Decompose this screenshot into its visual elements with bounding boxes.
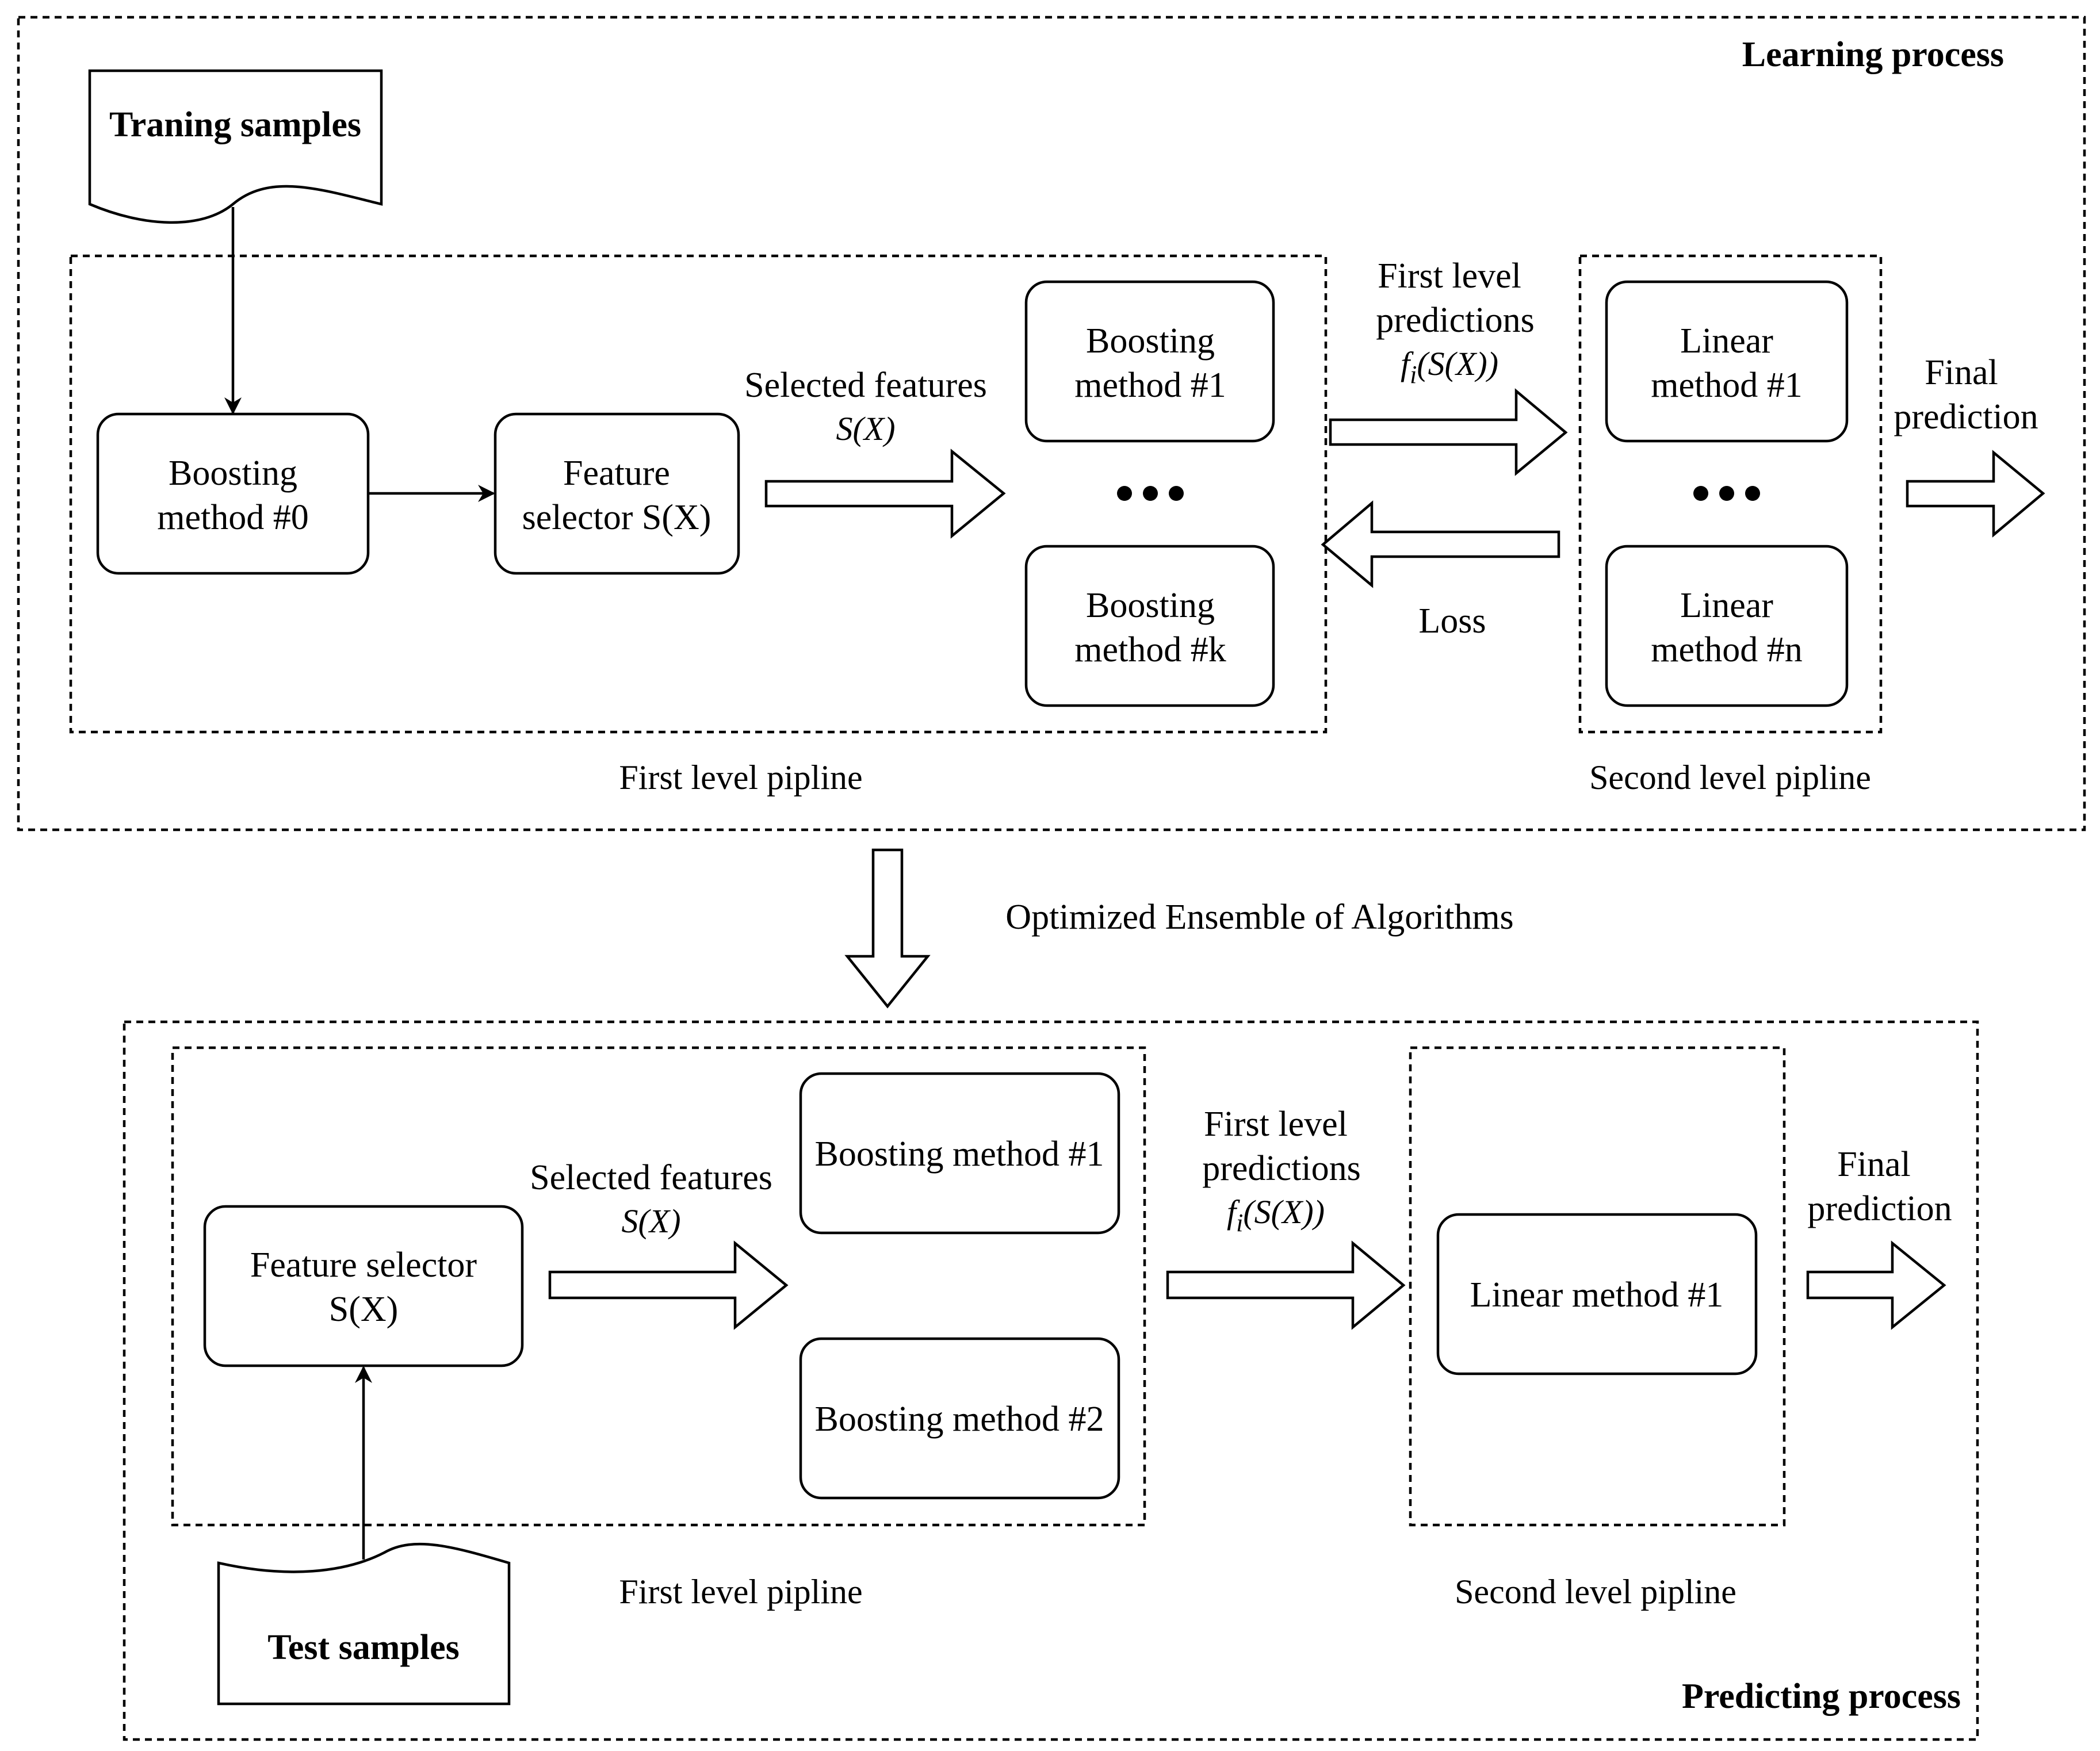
first-level-pipeline-frame [69, 254, 1328, 734]
boosting-method-1 [1024, 280, 1275, 443]
boostk-line1: Boosting [1086, 586, 1215, 625]
predict-lin1-label: Linear method #1 [1470, 1275, 1724, 1315]
predict-first-level-frame [171, 1046, 1146, 1527]
predict-fi-formula: fi(S(X)) [1227, 1193, 1325, 1237]
training-samples-label: Traning samples [109, 105, 361, 144]
linear-method-n [1605, 545, 1849, 707]
training-samples-document [88, 69, 383, 224]
predictions-arrow [1329, 388, 1568, 476]
boosting-method-0 [96, 412, 370, 575]
lin1-line1: Linear [1680, 321, 1773, 361]
predict-first-level-label: First level pipline [619, 1573, 862, 1611]
second-level-pipeline-label: Second level pipline [1589, 758, 1871, 796]
fi-formula: fi(S(X)) [1401, 345, 1498, 389]
predict-final-prediction-line1: Final [1837, 1145, 1910, 1184]
predict-feature-selector [203, 1205, 524, 1367]
final-prediction-line2: prediction [1894, 397, 2038, 436]
lin1-line2: method #1 [1651, 366, 1802, 405]
linear-ellipsis [1693, 486, 1760, 501]
learning-process-frame [17, 16, 2086, 832]
loss-label: Loss [1418, 601, 1486, 641]
predict-boost2-label: Boosting method #2 [815, 1400, 1104, 1439]
boostk-line2: method #k [1074, 630, 1226, 669]
selected-features-arrow [764, 449, 1006, 539]
selected-features-sx: S(X) [836, 410, 895, 447]
transition-label: Optimized Ensemble of Algorithms [1005, 898, 1513, 937]
final-prediction-line1: Final [1925, 353, 1998, 392]
linn-line2: method #n [1651, 630, 1802, 669]
boost0-line2: method #0 [157, 498, 308, 537]
predict-boost1-label: Boosting method #1 [815, 1135, 1104, 1174]
feature-selector [494, 412, 740, 575]
boost0-line1: Boosting [169, 454, 297, 493]
selector-line2: selector S(X) [522, 498, 712, 537]
predict-boosting-method-1 [799, 1072, 1120, 1235]
boosting-method-k [1024, 545, 1275, 707]
linear-method-1 [1605, 280, 1849, 443]
test-samples-label: Test samples [267, 1628, 460, 1667]
predict-second-level-label: Second level pipline [1455, 1573, 1736, 1611]
test-samples-document [217, 1542, 511, 1706]
predict-fi-rest: (S(X)) [1243, 1193, 1325, 1231]
fi-rest: (S(X)) [1417, 345, 1498, 382]
first-level-pipeline-label: First level pipline [619, 758, 862, 796]
predict-selector-line1: Feature selector [250, 1246, 477, 1285]
predict-fi-i: i [1236, 1209, 1243, 1237]
predicting-process-title: Predicting process [1682, 1677, 1961, 1716]
final-prediction-arrow [1906, 450, 2045, 538]
predict-final-prediction-arrow [1806, 1240, 1946, 1330]
boost1-line2: method #1 [1074, 366, 1226, 405]
transition-arrow [844, 848, 931, 1009]
first-level-predictions-line1: First level [1378, 256, 1521, 296]
predict-selected-features-arrow [548, 1240, 789, 1330]
boosting-ellipsis [1117, 486, 1184, 501]
learning-process-title: Learning process [1742, 35, 2004, 74]
predict-first-level-predictions-line1: First level [1204, 1105, 1348, 1144]
predict-selector-line2: S(X) [329, 1290, 399, 1329]
boost1-line1: Boosting [1086, 321, 1215, 361]
predict-second-level-frame [1409, 1046, 1786, 1527]
predicting-process-frame [123, 1020, 1979, 1741]
predict-linear-method-1 [1436, 1213, 1758, 1375]
selector-line1: Feature [563, 454, 670, 493]
linn-line1: Linear [1680, 586, 1773, 625]
predict-selected-features-sx: S(X) [621, 1202, 680, 1240]
fi-i: i [1410, 361, 1417, 389]
loss-arrow [1321, 500, 1560, 588]
predict-first-level-predictions-line2: predictions [1202, 1149, 1361, 1188]
predict-predictions-arrow [1166, 1240, 1406, 1330]
first-level-predictions-line2: predictions [1376, 301, 1535, 340]
predict-final-prediction-line2: prediction [1807, 1189, 1952, 1228]
second-level-pipeline-frame [1578, 254, 1883, 734]
selected-features-label: Selected features [744, 366, 987, 405]
predict-boosting-method-2 [799, 1337, 1120, 1500]
predict-selected-features-label: Selected features [530, 1158, 772, 1197]
